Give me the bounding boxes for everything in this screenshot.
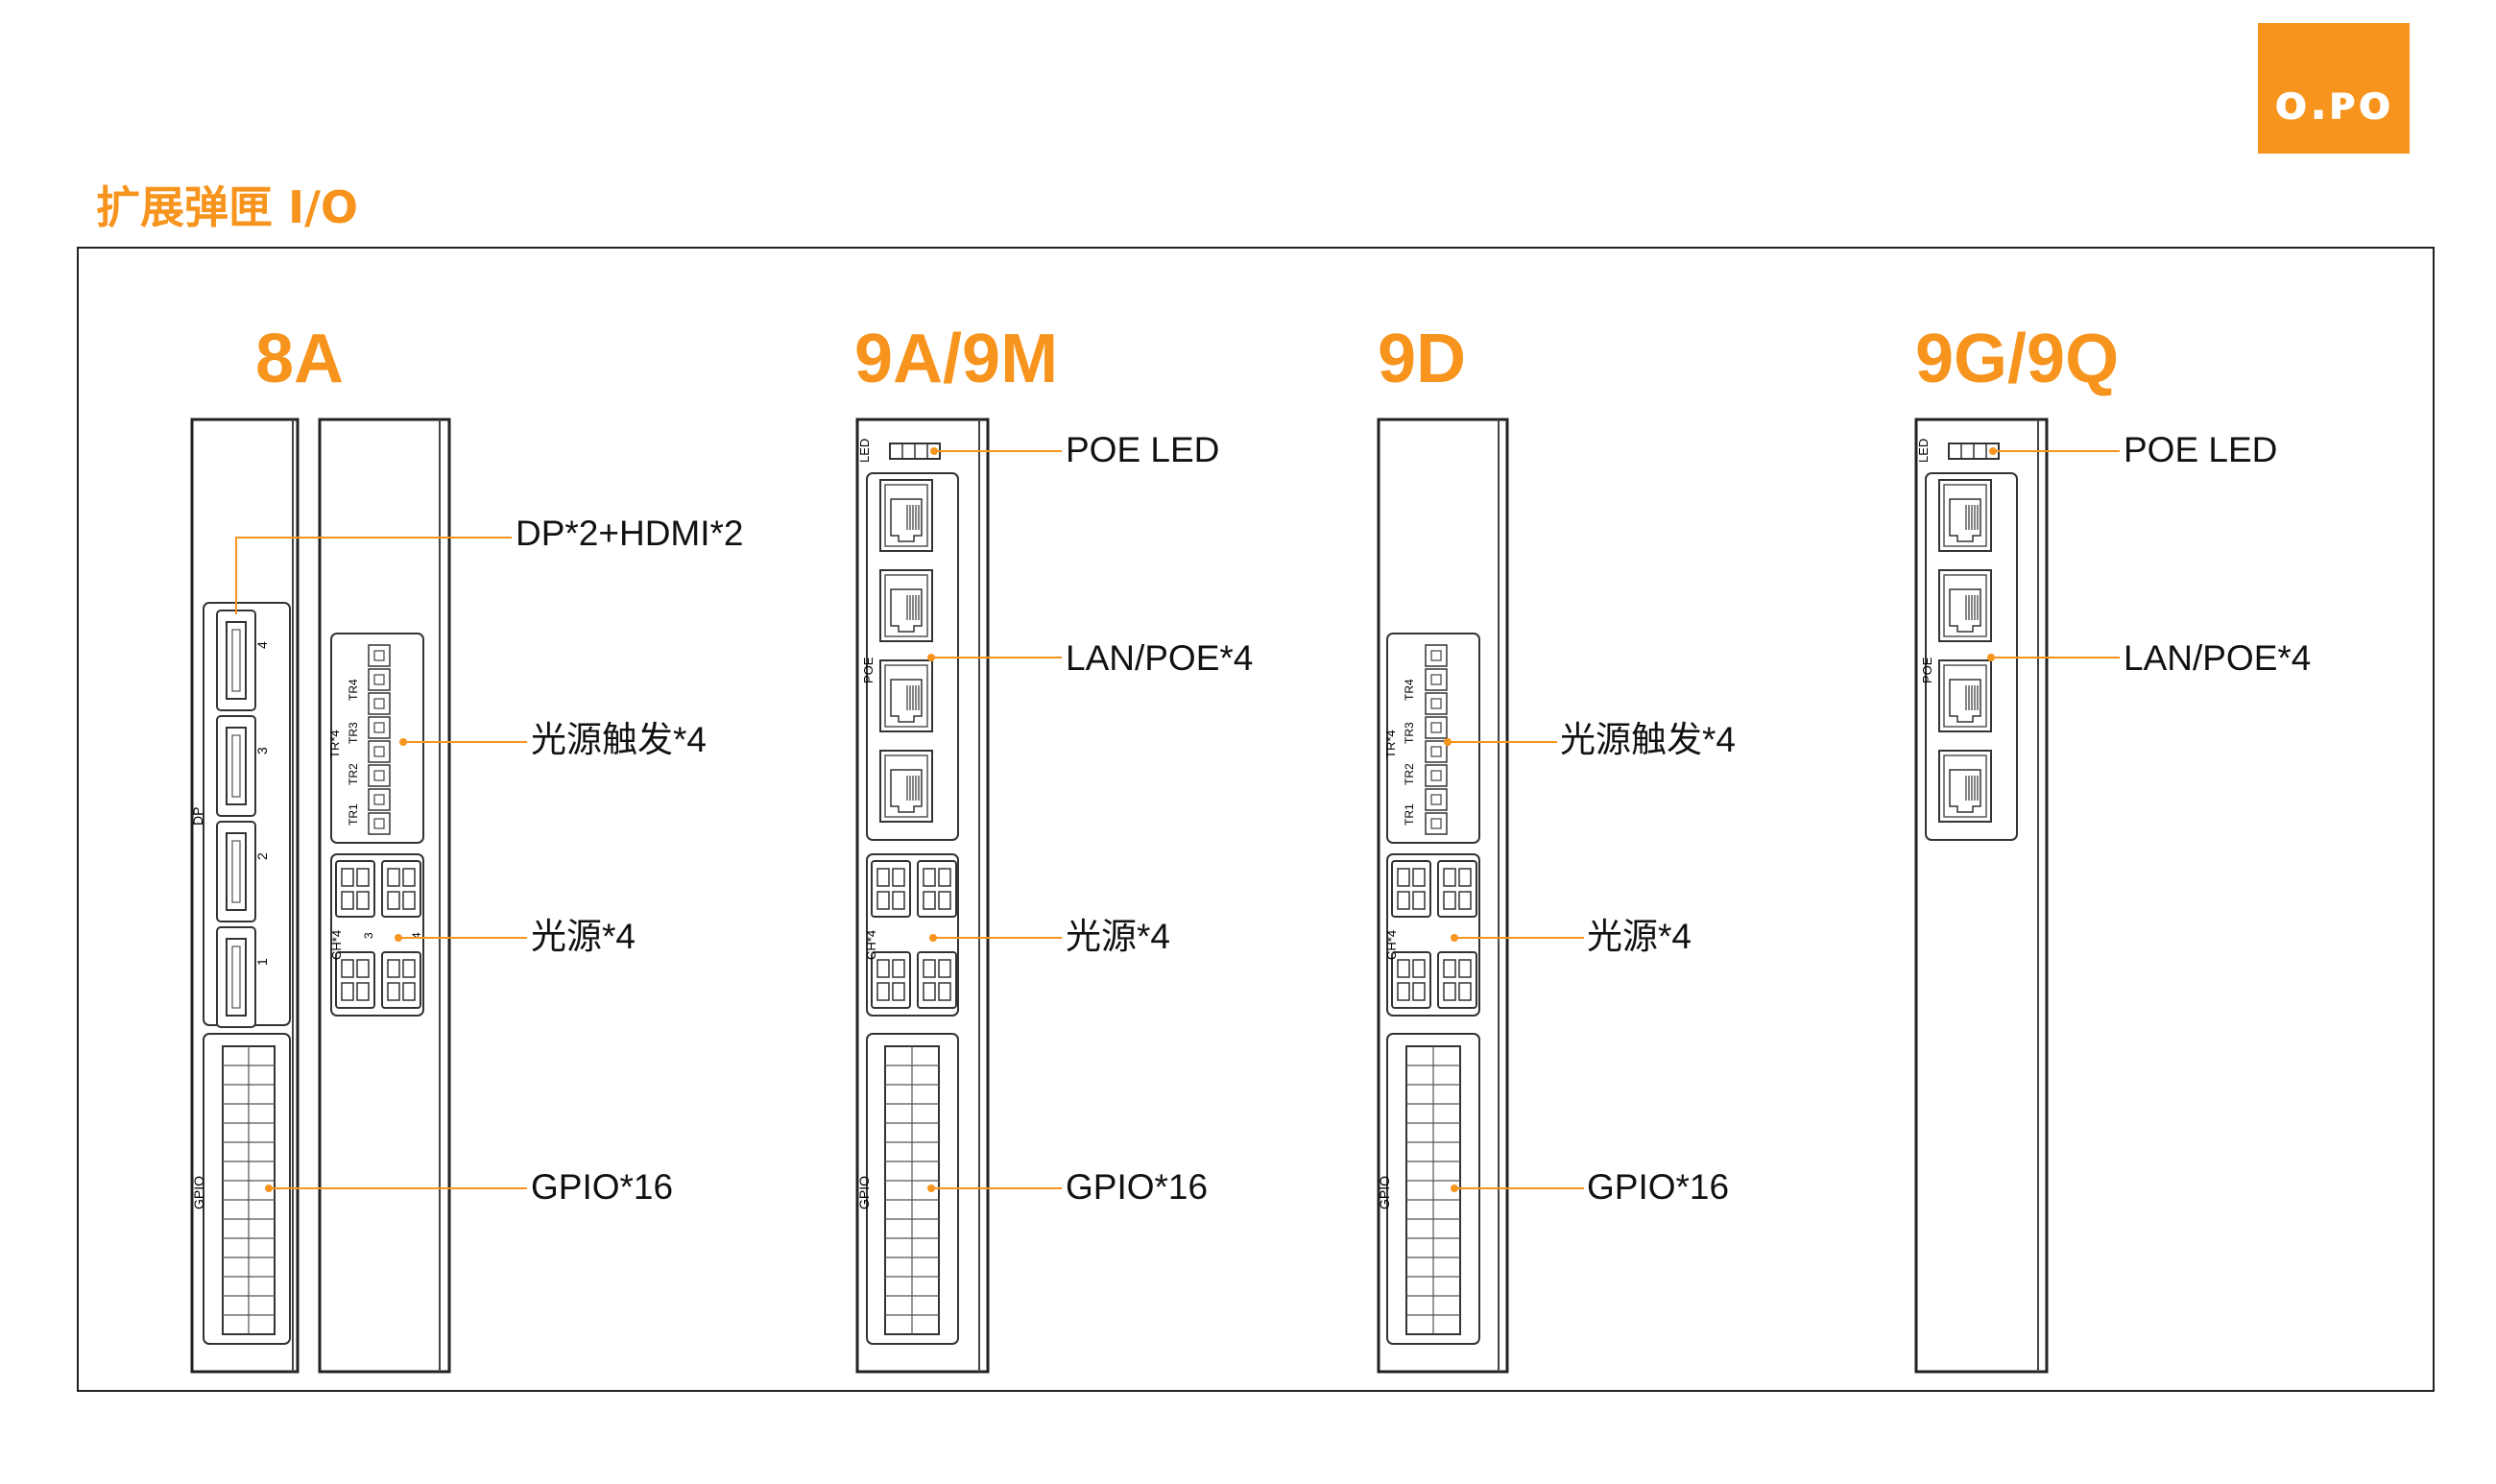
callout-9d-trigger: 光源触发*4 — [1560, 720, 1736, 759]
module-title-9g9q: 9G/9Q — [1915, 321, 2120, 397]
callout-9a-light: 光源*4 — [1066, 917, 1170, 956]
channel-group-label: CH*4 — [329, 930, 344, 960]
channel-group-label: CH*4 — [1384, 930, 1399, 960]
led-label: LED — [1916, 439, 1931, 463]
channel-group-label: CH*4 — [864, 930, 878, 960]
callout-8a-gpio: GPIO*16 — [531, 1167, 674, 1207]
trigger-group-label: TR*4 — [1383, 730, 1398, 758]
callout-9a-lan-poe: LAN/POE*4 — [1066, 638, 1254, 678]
module-title-8a: 8A — [255, 321, 345, 397]
trigger-label: TR2 — [347, 763, 360, 785]
callout-9g-poe-led: POE LED — [2124, 430, 2278, 469]
dp-port-label: 3 — [254, 747, 270, 754]
page-title: 扩展弹匣 I/O — [96, 181, 359, 233]
module-title-9a9m: 9A/9M — [854, 321, 1059, 397]
trigger-label: TR3 — [347, 722, 360, 744]
channel-label: 3 — [362, 932, 375, 939]
gpio-label: GPIO — [1377, 1176, 1392, 1209]
channel-label: 4 — [410, 932, 423, 939]
dp-port-label: 2 — [254, 852, 270, 860]
dp-port-label: 4 — [254, 641, 270, 649]
module-9g9q: LED POE — [1914, 418, 2120, 1374]
callout-9d-gpio: GPIO*16 — [1587, 1167, 1730, 1207]
callout-9d-light: 光源*4 — [1587, 917, 1692, 956]
trigger-label: TR2 — [1403, 763, 1416, 785]
dp-port-label: 1 — [254, 958, 270, 966]
trigger-label: TR3 — [1403, 722, 1416, 744]
brand-logo-text: ᴏ.ᴘᴏ — [2274, 75, 2393, 131]
callout-8a-light: 光源*4 — [531, 917, 636, 956]
led-label: LED — [857, 439, 872, 463]
module-title-9d: 9D — [1378, 321, 1467, 397]
diagram-frame — [77, 247, 2435, 1392]
callout-9a-gpio: GPIO*16 — [1066, 1167, 1209, 1207]
module-9d: TR1 TR2 TR3 TR4 TR*4 CH*4 GPIO — [1377, 418, 1584, 1374]
module-9a9m: LED POE CH*4 GPIO — [855, 418, 1062, 1374]
trigger-label: TR1 — [347, 803, 360, 826]
poe-label: POE — [1920, 657, 1934, 683]
gpio-label: GPIO — [191, 1176, 206, 1209]
callout-8a-trigger: 光源触发*4 — [531, 720, 707, 759]
callout-9a-poe-led: POE LED — [1066, 430, 1220, 469]
trigger-group-label: TR*4 — [327, 730, 342, 758]
trigger-label: TR4 — [347, 679, 360, 701]
callout-8a-dp-hdmi: DP*2+HDMI*2 — [516, 514, 744, 553]
dp-group-label: DP — [190, 807, 205, 826]
gpio-label: GPIO — [856, 1176, 872, 1209]
callout-9g-lan-poe: LAN/POE*4 — [2124, 638, 2312, 678]
poe-label: POE — [861, 657, 876, 683]
trigger-label: TR1 — [1403, 803, 1416, 826]
brand-logo: ᴏ.ᴘᴏ — [2258, 23, 2410, 154]
trigger-label: TR4 — [1403, 679, 1416, 701]
module-8a: 4 3 2 1 DP TR1 TR2 TR3 TR4 TR*4 CH*4 3 4 — [190, 418, 527, 1374]
